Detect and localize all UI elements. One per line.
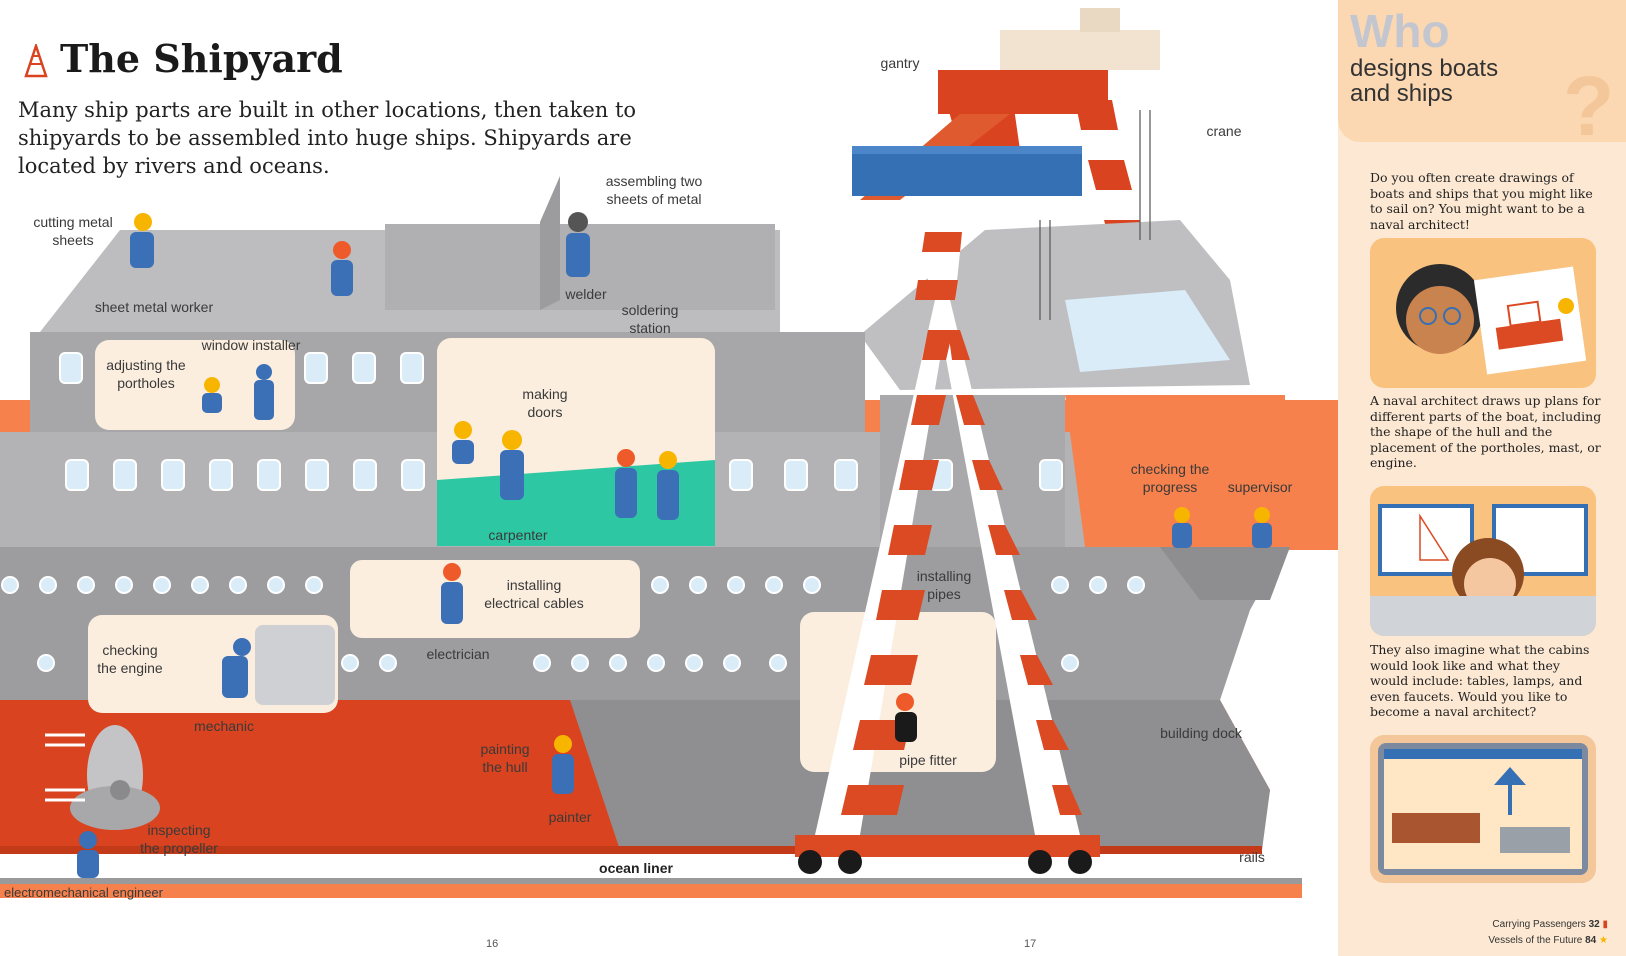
- hull-markings: [45, 733, 85, 802]
- star-icon: ★: [1599, 935, 1608, 946]
- sidebar-who: Who: [1350, 5, 1450, 57]
- workers: [77, 212, 1272, 878]
- label-painting-hull: painting the hull: [480, 741, 530, 775]
- cabin-picture: [1378, 743, 1588, 875]
- question-mark-icon: ?: [1563, 59, 1615, 153]
- propeller: [70, 725, 160, 830]
- page-number-left: 16: [486, 938, 499, 950]
- page-number-right: 17: [1024, 938, 1037, 950]
- crane-cables: [1039, 110, 1151, 320]
- footer-link-label: Vessels of the Future: [1488, 935, 1583, 946]
- label-carpenter: carpenter: [488, 527, 548, 543]
- illustration-child-drawing: [1370, 238, 1596, 388]
- label-checking-engine: checking the engine: [97, 642, 163, 676]
- illustration-cabin: [1370, 735, 1596, 883]
- label-ocean-liner: ocean liner: [599, 860, 673, 876]
- sidebar-paragraph-2: A naval architect draws up plans for dif…: [1370, 393, 1602, 470]
- label-welder: welder: [565, 286, 607, 302]
- sidebar-header: Who designs boats and ships ?: [1338, 0, 1626, 153]
- book-icon: ▮: [1602, 919, 1608, 930]
- intro-text: Many ship parts are built in other locat…: [18, 98, 637, 178]
- label-adjusting-portholes: adjusting the portholes: [106, 357, 186, 391]
- architect-computer-picture: [1370, 504, 1596, 636]
- label-assembling-two-sheets: assembling two sheets of metal: [605, 173, 703, 207]
- label-inspecting-propeller: inspecting the propeller: [140, 822, 218, 856]
- label-installing-cables: installing electrical cables: [484, 577, 584, 611]
- label-supervisor: supervisor: [1227, 479, 1293, 495]
- sidebar-who-designs: Who designs boats and ships ? Do you oft…: [1338, 0, 1626, 956]
- porthole-row-2: [65, 459, 1063, 491]
- label-installing-pipes: installing pipes: [916, 568, 972, 602]
- illustration-architect-computer: [1370, 486, 1596, 636]
- sidebar-paragraph-3: They also imagine what the cabins would …: [1370, 642, 1590, 719]
- ground-strip: [0, 884, 1302, 898]
- footer-link-label: Carrying Passengers: [1492, 919, 1586, 930]
- footer-link-carrying-passengers[interactable]: Carrying Passengers 32 ▮: [1418, 919, 1608, 930]
- rail-strip: [0, 878, 1302, 884]
- bridge-windows: [1065, 290, 1230, 372]
- label-sheet-metal-worker: sheet metal worker: [94, 299, 214, 315]
- porthole-row-1: [59, 352, 424, 384]
- label-soldering-station: soldering station: [621, 302, 679, 336]
- room-cables: [350, 560, 640, 638]
- label-building-dock: building dock: [1160, 725, 1242, 741]
- label-making-doors: making doors: [522, 386, 568, 420]
- footer-link-page: 32: [1588, 919, 1600, 930]
- label-rails: rails: [1239, 849, 1265, 865]
- page-title: The Shipyard: [60, 36, 343, 81]
- label-gantry: gantry: [880, 55, 920, 71]
- label-checking-progress: checking the progress: [1130, 461, 1210, 495]
- hull-unpainted: [570, 700, 1270, 850]
- label-pipe-fitter: pipe fitter: [899, 752, 957, 768]
- gantry: [795, 146, 1100, 874]
- shipyard-illustration: [0, 8, 1340, 898]
- room-portholes: [95, 340, 295, 430]
- label-painter: painter: [548, 809, 592, 825]
- sidebar-paragraph-1: Do you often create drawings of boats an…: [1370, 170, 1593, 232]
- label-crane: crane: [1206, 123, 1242, 139]
- label-electrician: electrician: [426, 646, 490, 662]
- footer-link-page: 84: [1585, 935, 1597, 946]
- sidebar-subtitle: designs boats and ships: [1350, 55, 1499, 107]
- label-electromechanical-engineer: electromechanical engineer: [4, 885, 163, 900]
- porthole-row-3: [1, 576, 1145, 672]
- label-mechanic: mechanic: [194, 718, 254, 734]
- metal-sheet: [540, 176, 560, 310]
- child-drawing-picture: [1396, 264, 1587, 375]
- label-window-installer: window installer: [201, 337, 301, 353]
- crane-pictogram-icon: [24, 44, 48, 78]
- footer-link-vessels-future[interactable]: Vessels of the Future 84 ★: [1418, 935, 1608, 946]
- label-cutting-metal-sheets: cutting metal sheets: [33, 214, 113, 248]
